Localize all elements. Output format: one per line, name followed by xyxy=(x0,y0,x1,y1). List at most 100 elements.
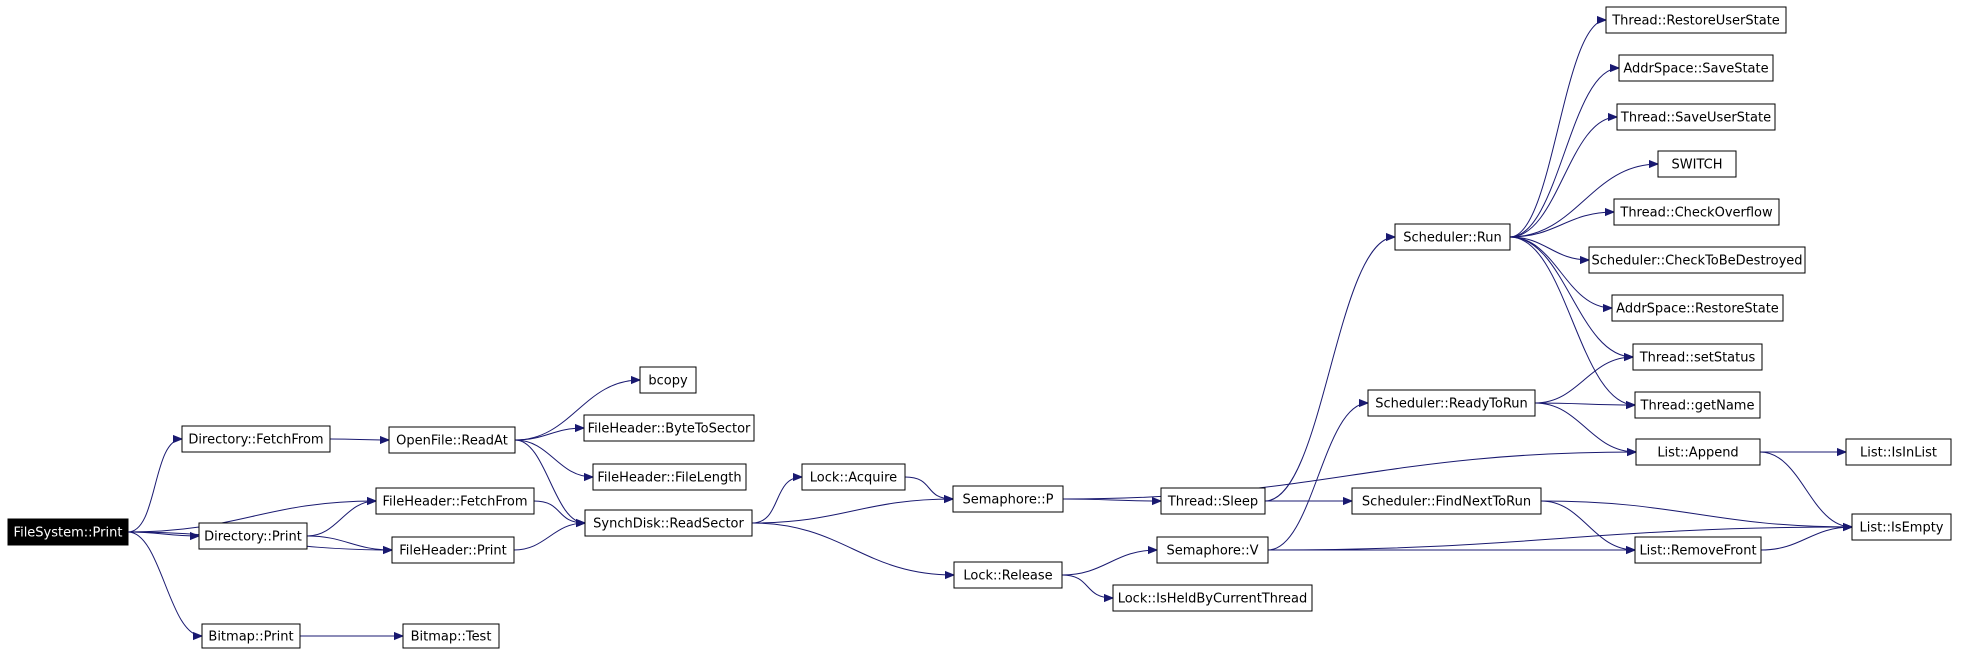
node-box xyxy=(1367,389,1536,417)
edge-sch_ready-to-list_append xyxy=(1534,402,1636,452)
node-bm-print[interactable]: Bitmap::Print xyxy=(201,623,301,649)
node-list-remove[interactable]: List::RemoveFront xyxy=(1634,536,1762,564)
node-thr-name[interactable]: Thread::getName xyxy=(1634,391,1761,419)
node-sem-p[interactable]: Semaphore::P xyxy=(952,485,1064,513)
node-sch-ready[interactable]: Scheduler::ReadyToRun xyxy=(1367,389,1536,417)
node-label: Bitmap::Test xyxy=(411,630,492,645)
node-box xyxy=(1657,150,1737,178)
node-lock-acq[interactable]: Lock::Acquire xyxy=(801,463,906,491)
edge-sem_p-to-list_append xyxy=(1062,452,1636,500)
node-box xyxy=(375,487,535,515)
node-label: Thread::Sleep xyxy=(1167,495,1258,510)
edge-arrow xyxy=(751,477,802,524)
edge-arrow xyxy=(533,500,585,523)
node-sd-read[interactable]: SynchDisk::ReadSector xyxy=(584,509,753,537)
node-box xyxy=(1588,246,1806,274)
node-fh-fetch[interactable]: FileHeader::FetchFrom xyxy=(375,487,535,515)
edge-fs_print-to-bm_print xyxy=(127,531,202,636)
edge-arrow xyxy=(1062,452,1636,500)
edge-fs_print-to-fh_fetch xyxy=(127,501,376,533)
node-sch-run[interactable]: Scheduler::Run xyxy=(1394,223,1511,251)
node-label: Thread::CheckOverflow xyxy=(1619,206,1773,221)
edge-arrow xyxy=(127,501,376,533)
node-thr-check[interactable]: Thread::CheckOverflow xyxy=(1613,198,1780,226)
node-box xyxy=(1634,536,1762,564)
edge-sem_v-to-list_empty xyxy=(1267,527,1852,551)
node-bcopy[interactable]: bcopy xyxy=(639,366,697,394)
node-label: SWITCH xyxy=(1672,158,1723,173)
node-switch[interactable]: SWITCH xyxy=(1657,150,1737,178)
node-list-empty[interactable]: List::IsEmpty xyxy=(1851,513,1952,541)
edge-fh_print-to-sd_read xyxy=(513,523,585,551)
node-label: FileSystem::Print xyxy=(14,526,123,541)
node-box xyxy=(952,485,1064,513)
node-as-save[interactable]: AddrSpace::SaveState xyxy=(1618,54,1774,82)
node-box xyxy=(1160,487,1266,515)
edge-arrow xyxy=(1061,574,1113,598)
edge-of_readat-to-sd_read xyxy=(514,439,585,523)
node-box xyxy=(1112,584,1313,612)
node-label: List::IsEmpty xyxy=(1859,521,1943,536)
node-fh-b2s[interactable]: FileHeader::ByteToSector xyxy=(583,414,755,442)
node-box xyxy=(7,518,129,546)
node-box xyxy=(201,623,301,649)
node-sem-v[interactable]: Semaphore::V xyxy=(1156,536,1269,564)
node-fh-print[interactable]: FileHeader::Print xyxy=(391,536,515,564)
edge-sch_run-to-thr_check xyxy=(1509,212,1614,238)
node-label: Scheduler::CheckToBeDestroyed xyxy=(1591,254,1802,269)
node-label: Lock::IsHeldByCurrentThread xyxy=(1118,592,1308,607)
edge-arrow xyxy=(1540,500,1852,527)
node-box xyxy=(592,463,747,491)
node-label: Semaphore::V xyxy=(1166,544,1258,559)
edge-arrow xyxy=(514,439,593,477)
node-label: bcopy xyxy=(648,374,688,389)
edge-arrow xyxy=(751,499,953,524)
node-thr-save[interactable]: Thread::SaveUserState xyxy=(1616,103,1776,131)
node-bm-test[interactable]: Bitmap::Test xyxy=(402,623,500,649)
edge-arrow xyxy=(1267,527,1852,551)
node-box xyxy=(198,522,308,550)
node-list-isin[interactable]: List::IsInList xyxy=(1845,438,1952,466)
edge-sch_next-to-list_empty xyxy=(1540,500,1852,527)
node-box xyxy=(181,425,331,453)
edge-arrow xyxy=(1264,237,1395,502)
edge-arrow xyxy=(329,439,389,440)
node-label: Thread::RestoreUserState xyxy=(1611,14,1780,29)
node-box xyxy=(639,366,697,394)
edge-dir_fetch-to-of_readat xyxy=(329,439,389,440)
node-label: Thread::SaveUserState xyxy=(1620,111,1771,126)
edge-arrow xyxy=(904,476,953,499)
node-fh-len[interactable]: FileHeader::FileLength xyxy=(592,463,747,491)
node-thr-sleep[interactable]: Thread::Sleep xyxy=(1160,487,1266,515)
edge-arrow xyxy=(1061,550,1157,576)
node-label: Semaphore::P xyxy=(963,493,1054,508)
node-lock-held[interactable]: Lock::IsHeldByCurrentThread xyxy=(1112,584,1313,612)
node-lock-rel[interactable]: Lock::Release xyxy=(953,561,1063,589)
node-box xyxy=(1618,54,1774,82)
edge-arrow xyxy=(127,439,183,533)
node-dir-print[interactable]: Directory::Print xyxy=(198,522,308,550)
node-thr-status[interactable]: Thread::setStatus xyxy=(1632,343,1763,371)
node-sch-next[interactable]: Scheduler::FindNextToRun xyxy=(1351,487,1542,515)
edge-list_append-to-list_empty xyxy=(1759,451,1852,527)
edge-arrow xyxy=(1509,117,1617,238)
node-box xyxy=(1634,391,1761,419)
node-fs-print[interactable]: FileSystem::Print xyxy=(7,518,129,546)
edge-sch_run-to-thr_restore xyxy=(1509,20,1606,238)
node-thr-restore[interactable]: Thread::RestoreUserState xyxy=(1605,6,1787,34)
node-box xyxy=(402,623,500,649)
node-as-restore[interactable]: AddrSpace::RestoreState xyxy=(1611,294,1784,322)
node-of-readat[interactable]: OpenFile::ReadAt xyxy=(388,426,516,454)
edge-sd_read-to-sem_p xyxy=(751,499,953,524)
node-label: SynchDisk::ReadSector xyxy=(593,517,744,532)
edge-arrow xyxy=(513,523,585,551)
edge-arrow xyxy=(1534,357,1633,404)
node-dir-fetch[interactable]: Directory::FetchFrom xyxy=(181,425,331,453)
node-list-append[interactable]: List::Append xyxy=(1635,438,1761,466)
edge-sem_v-to-sch_ready xyxy=(1267,403,1368,551)
edge-fs_print-to-dir_fetch xyxy=(127,439,183,533)
node-box xyxy=(801,463,906,491)
node-box xyxy=(1394,223,1511,251)
node-sch-check[interactable]: Scheduler::CheckToBeDestroyed xyxy=(1588,246,1806,274)
edge-arrow xyxy=(514,428,584,441)
